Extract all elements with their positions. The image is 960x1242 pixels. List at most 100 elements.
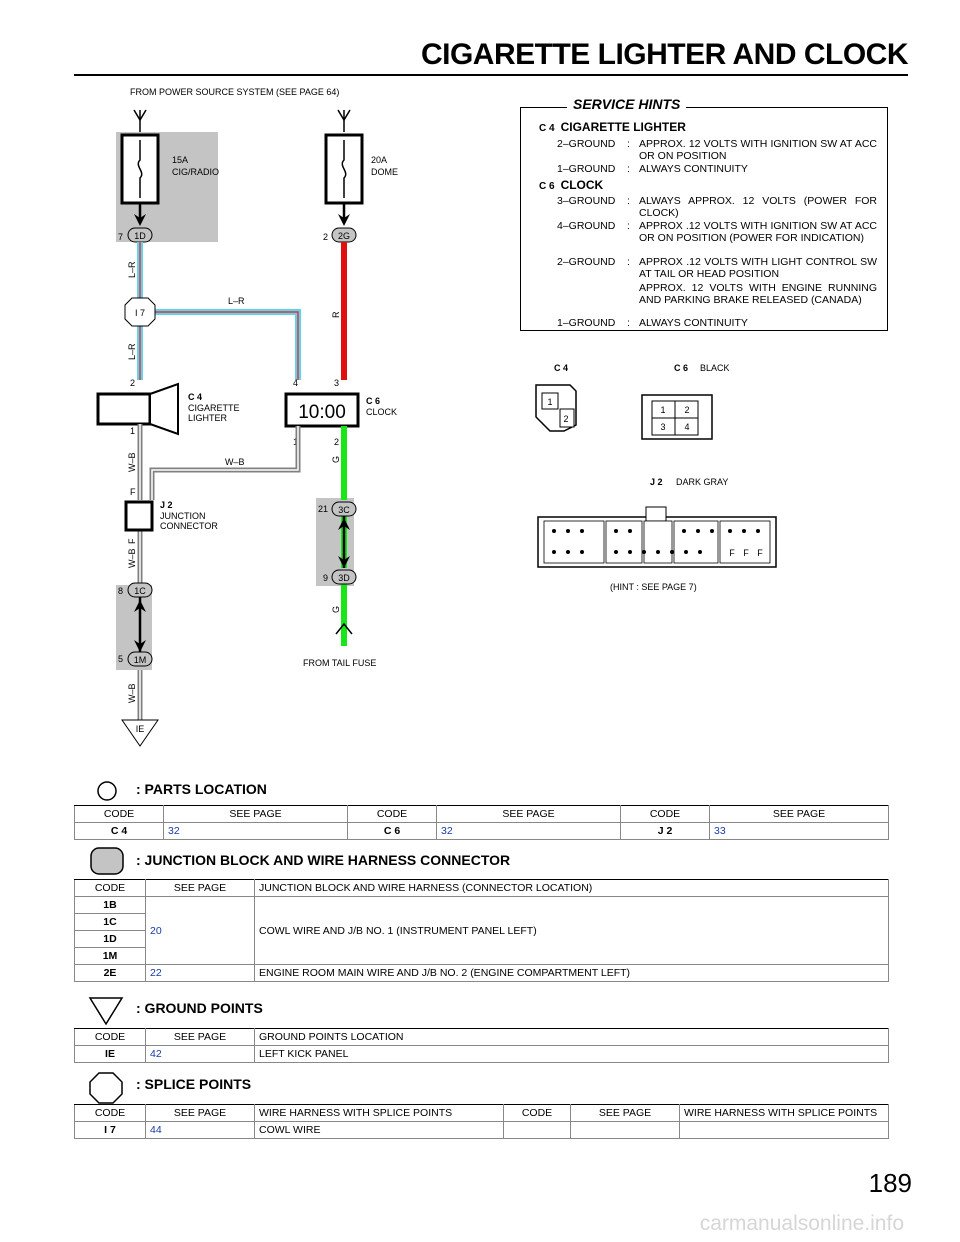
fuse1-rating: 15A [172, 155, 188, 165]
parts-location-table: CODE SEE PAGE CODE SEE PAGE CODE SEE PAG… [74, 805, 889, 840]
c4-name1: CIGARETTE [188, 403, 240, 413]
table-row: IE 42 LEFT KICK PANEL [74, 1045, 889, 1063]
hints-c4-code: C 4 [539, 123, 555, 134]
clock [284, 392, 360, 428]
c4-name2: LIGHTER [188, 413, 228, 423]
parts-location-icon [97, 781, 117, 801]
c6-face-pin-4: 4 [684, 422, 689, 432]
c6-code: C 6 [366, 396, 380, 406]
tail-fuse-label: FROM TAIL FUSE [303, 658, 376, 668]
table-header: SEE PAGE [709, 805, 889, 823]
connector-1c-label: 1C [134, 586, 146, 596]
table-row: I 7 44 COWL WIRE [74, 1121, 889, 1139]
page-number: 189 [868, 1168, 912, 1198]
fuse1-pin: 7 [118, 232, 123, 242]
fuse2-rating: 20A [371, 155, 387, 165]
ground-points-icon [88, 997, 124, 1026]
wire-wb-label-3: W–B [127, 548, 137, 568]
table-header: WIRE HARNESS WITH SPLICE POINTS [679, 1104, 889, 1122]
junction-connector [124, 500, 154, 532]
table-header: CODE [620, 805, 710, 823]
c6-face-pin-3: 3 [660, 422, 665, 432]
splice-i7-label: I 7 [135, 308, 145, 318]
wire-w-b [137, 424, 301, 720]
wire-wb-label-2: W–B [225, 457, 245, 467]
conn-face-c6-code: C 6 [674, 363, 688, 373]
hint-row: 3–GROUND:ALWAYS APPROX. 12 VOLTS (POWER … [557, 195, 877, 219]
connector-hint: (HINT : SEE PAGE 7) [610, 582, 697, 592]
parts-location-heading: : PARTS LOCATION [136, 781, 267, 797]
c6-pin-top-left: 4 [293, 378, 298, 388]
hints-c4-heading: C 4 CIGARETTE LIGHTER [539, 120, 686, 134]
power-in-arrow-left [133, 109, 147, 132]
connector-3d [331, 569, 357, 585]
wiring-diagram: FROM POWER SOURCE SYSTEM (SEE PAGE 64) 1… [96, 87, 398, 747]
splice-points-icon [89, 1072, 123, 1104]
watermark: carmanualsonline.info [699, 1212, 904, 1235]
wire-g-label-1: G [331, 456, 341, 463]
table-header: CODE [347, 805, 437, 823]
fuse1-name: CIG/RADIO [172, 167, 219, 177]
connector-face-c6 [641, 394, 713, 440]
service-hints-title: SERVICE HINTS [567, 96, 687, 112]
table-row: C 4 32 C 6 32 J 2 33 [74, 822, 889, 840]
j2-code: J 2 [160, 500, 173, 510]
junction-block-icon [90, 847, 124, 875]
c6-name: CLOCK [366, 407, 397, 417]
j2-name1: JUNCTION [160, 511, 206, 521]
connector-3d-label: 3D [338, 573, 350, 583]
connector-face-c4 [535, 384, 577, 432]
cigarette-lighter [96, 382, 179, 436]
fuse-dome [324, 133, 364, 205]
table-header: SEE PAGE [145, 1028, 255, 1046]
conn-3c-pin: 21 [318, 504, 328, 514]
fuse2-name: DOME [371, 167, 398, 177]
power-source-label: FROM POWER SOURCE SYSTEM (SEE PAGE 64) [130, 87, 339, 97]
conn-1c-pin: 8 [118, 586, 123, 596]
wire-lr-label-2: L–R [127, 343, 137, 360]
table-row: 1B 20 COWL WIRE AND J/B NO. 1 (INSTRUMEN… [74, 896, 889, 965]
tail-fuse-arrow [335, 622, 353, 635]
ground-points-heading: : GROUND POINTS [136, 1000, 263, 1016]
table-header: CODE [74, 1028, 146, 1046]
table-header: CODE [74, 1104, 146, 1122]
wire-r-label: R [331, 311, 341, 318]
wire-lr-label-3: L–R [228, 296, 245, 306]
fuse2-pin: 2 [323, 232, 328, 242]
hints-c4-name: CIGARETTE LIGHTER [560, 120, 686, 134]
clock-display: 10:00 [298, 402, 346, 423]
c4-pin-top: 2 [130, 378, 135, 388]
c4-pin-bottom: 1 [130, 426, 135, 436]
title-rule [74, 74, 908, 76]
wire-wb-label-4: W–B [127, 683, 137, 703]
table-header: SEE PAGE [145, 879, 255, 897]
connector-1m [127, 651, 153, 667]
hints-c6-name: CLOCK [560, 178, 604, 192]
hints-c6-code: C 6 [539, 181, 555, 192]
j2-face-f-3: F [757, 548, 763, 558]
splice-points-table: CODE SEE PAGE WIRE HARNESS WITH SPLICE P… [74, 1104, 889, 1139]
connector-faces: C 4 1 2 C 6 BLACK 1 2 3 4 J 2 DARK GRAY [535, 363, 777, 592]
c4-code: C 4 [188, 392, 202, 402]
c4-face-pin-2: 2 [563, 414, 568, 424]
hint-row: 1–GROUND:ALWAYS CONTINUITY [557, 163, 748, 175]
wire-g-label-2: G [331, 606, 341, 613]
connector-1d-label: 1D [134, 231, 146, 241]
hint-row: APPROX. 12 VOLTS WITH ENGINE RUNNING AND… [639, 282, 877, 306]
wire-wb-label-1: W–B [127, 452, 137, 472]
page-title: CIGARETTE LIGHTER AND CLOCK [420, 38, 909, 71]
table-header: CODE [74, 805, 164, 823]
ground-ie-label: IE [136, 724, 145, 734]
table-header: GROUND POINTS LOCATION [254, 1028, 889, 1046]
fuse-cig-radio [120, 133, 160, 205]
connector-2g-label: 2G [338, 231, 350, 241]
table-header: CODE [74, 879, 146, 897]
j2-face-f-1: F [729, 548, 735, 558]
conn-face-j2-color: DARK GRAY [676, 477, 728, 487]
table-header: SEE PAGE [145, 1104, 255, 1122]
connector-1m-label: 1M [134, 655, 147, 665]
conn-face-c4-code: C 4 [554, 363, 568, 373]
wire-l-r [137, 242, 301, 380]
arrow-3c-3d [338, 516, 350, 568]
